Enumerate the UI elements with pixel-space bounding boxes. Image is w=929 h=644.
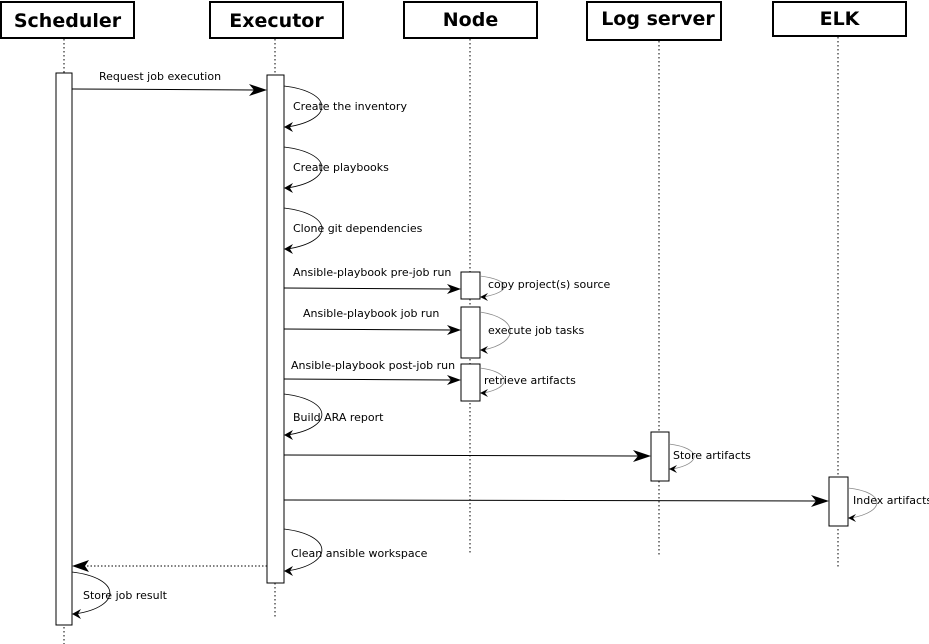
message-job-run: Ansible-playbook job run (283, 307, 461, 335)
message-create-playbooks: Create playbooks (283, 146, 389, 193)
elk-activation (828, 476, 849, 527)
actor-scheduler: Scheduler (0, 1, 135, 39)
actor-node: Node (403, 1, 538, 39)
message-copy-source: copy project(s) source (479, 275, 611, 301)
message-request-job: Request job execution (71, 70, 267, 96)
message-clone-git-label: Clone git dependencies (293, 222, 423, 235)
node-activation-prejob (460, 271, 481, 300)
message-execute-tasks-label: execute job tasks (488, 324, 585, 337)
actor-elk: ELK (772, 1, 907, 37)
logserver-activation (650, 431, 670, 482)
message-prejob-run: Ansible-playbook pre-job run (283, 266, 461, 294)
node-activation-postjob (460, 363, 481, 402)
actor-scheduler-label: Scheduler (14, 10, 122, 32)
message-index-artifacts: Index artifacts (847, 487, 929, 522)
message-clone-git: Clone git dependencies (283, 207, 423, 254)
message-retrieve-artifacts-label: retrieve artifacts (484, 374, 576, 387)
message-store-result: Store job result (71, 571, 168, 619)
message-index-artifacts-label: Index artifacts (853, 494, 929, 507)
actor-executor: Executor (209, 1, 344, 39)
message-store-artifacts: Store artifacts (668, 443, 751, 473)
message-prejob-run-label: Ansible-playbook pre-job run (293, 266, 451, 279)
message-request-job-label: Request job execution (99, 70, 221, 83)
message-build-ara: Build ARA report (283, 393, 384, 440)
message-execute-tasks: execute job tasks (479, 311, 585, 354)
message-copy-source-label: copy project(s) source (488, 278, 611, 291)
node-activation-job (460, 306, 481, 359)
message-create-inventory: Create the inventory (283, 85, 407, 132)
message-to-elk (283, 495, 829, 507)
message-create-inventory-label: Create the inventory (293, 100, 407, 113)
message-retrieve-artifacts: retrieve artifacts (479, 367, 576, 397)
message-postjob-run: Ansible-playbook post-job run (283, 359, 461, 385)
actor-elk-label: ELK (820, 8, 861, 30)
message-postjob-run-label: Ansible-playbook post-job run (291, 359, 455, 372)
actor-executor-label: Executor (229, 10, 324, 32)
actor-node-label: Node (443, 9, 498, 31)
actor-logserver-label: Log server (601, 8, 715, 30)
message-job-run-label: Ansible-playbook job run (303, 307, 439, 320)
message-store-result-label: Store job result (83, 589, 168, 602)
scheduler-activation (55, 72, 73, 626)
message-store-artifacts-label: Store artifacts (673, 449, 751, 462)
message-return-result (72, 560, 267, 572)
message-clean-workspace-label: Clean ansible workspace (291, 547, 428, 560)
actor-logserver: Log server (586, 1, 722, 41)
executor-activation (266, 74, 285, 584)
message-to-logserver (283, 450, 651, 462)
message-build-ara-label: Build ARA report (293, 411, 384, 424)
message-clean-workspace: Clean ansible workspace (283, 528, 428, 576)
message-create-playbooks-label: Create playbooks (293, 161, 389, 174)
